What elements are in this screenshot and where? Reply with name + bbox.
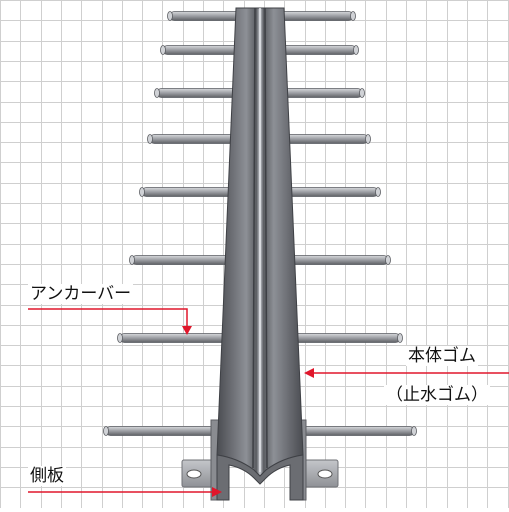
arrowhead-icon [212, 487, 222, 497]
rubber-bottom-profile [216, 454, 304, 501]
leader-lines [28, 308, 509, 497]
label-anchor-bar: アンカーバー [28, 284, 134, 304]
anchor-bar-end [129, 255, 135, 265]
bolt-hole-right [317, 469, 333, 479]
arrowhead-icon [304, 368, 314, 378]
anchor-bar-end [103, 426, 109, 436]
label-waterstop-rubber: （止水ゴム） [384, 385, 490, 405]
arrowhead-icon [182, 326, 192, 335]
anchor-bar-end [397, 333, 403, 343]
anchor-bar-end [160, 45, 166, 55]
anchor-bar-end [350, 11, 356, 21]
label-side-plate: 側板 [28, 466, 66, 486]
anchor-bar-end [365, 134, 371, 144]
anchor-bar-end [154, 88, 160, 98]
bolt-hole-left [186, 469, 202, 479]
main-rubber-body [216, 7, 304, 501]
center-groove-right [264, 7, 268, 469]
anchor-bar-end [385, 255, 391, 265]
anchor-bar-end [375, 187, 381, 197]
anchor-bar-end [117, 333, 123, 343]
anchor-bar-end [353, 45, 359, 55]
label-main-rubber: 本体ゴム [406, 346, 478, 366]
anchor-bar-end [411, 426, 417, 436]
center-groove-left [252, 7, 256, 469]
anchor-bar-end [147, 134, 153, 144]
anchor-bar-end [359, 88, 365, 98]
anchor-bar-end [139, 187, 145, 197]
anchor-bar-leader [28, 308, 188, 330]
anchor-bar-end [167, 11, 173, 21]
